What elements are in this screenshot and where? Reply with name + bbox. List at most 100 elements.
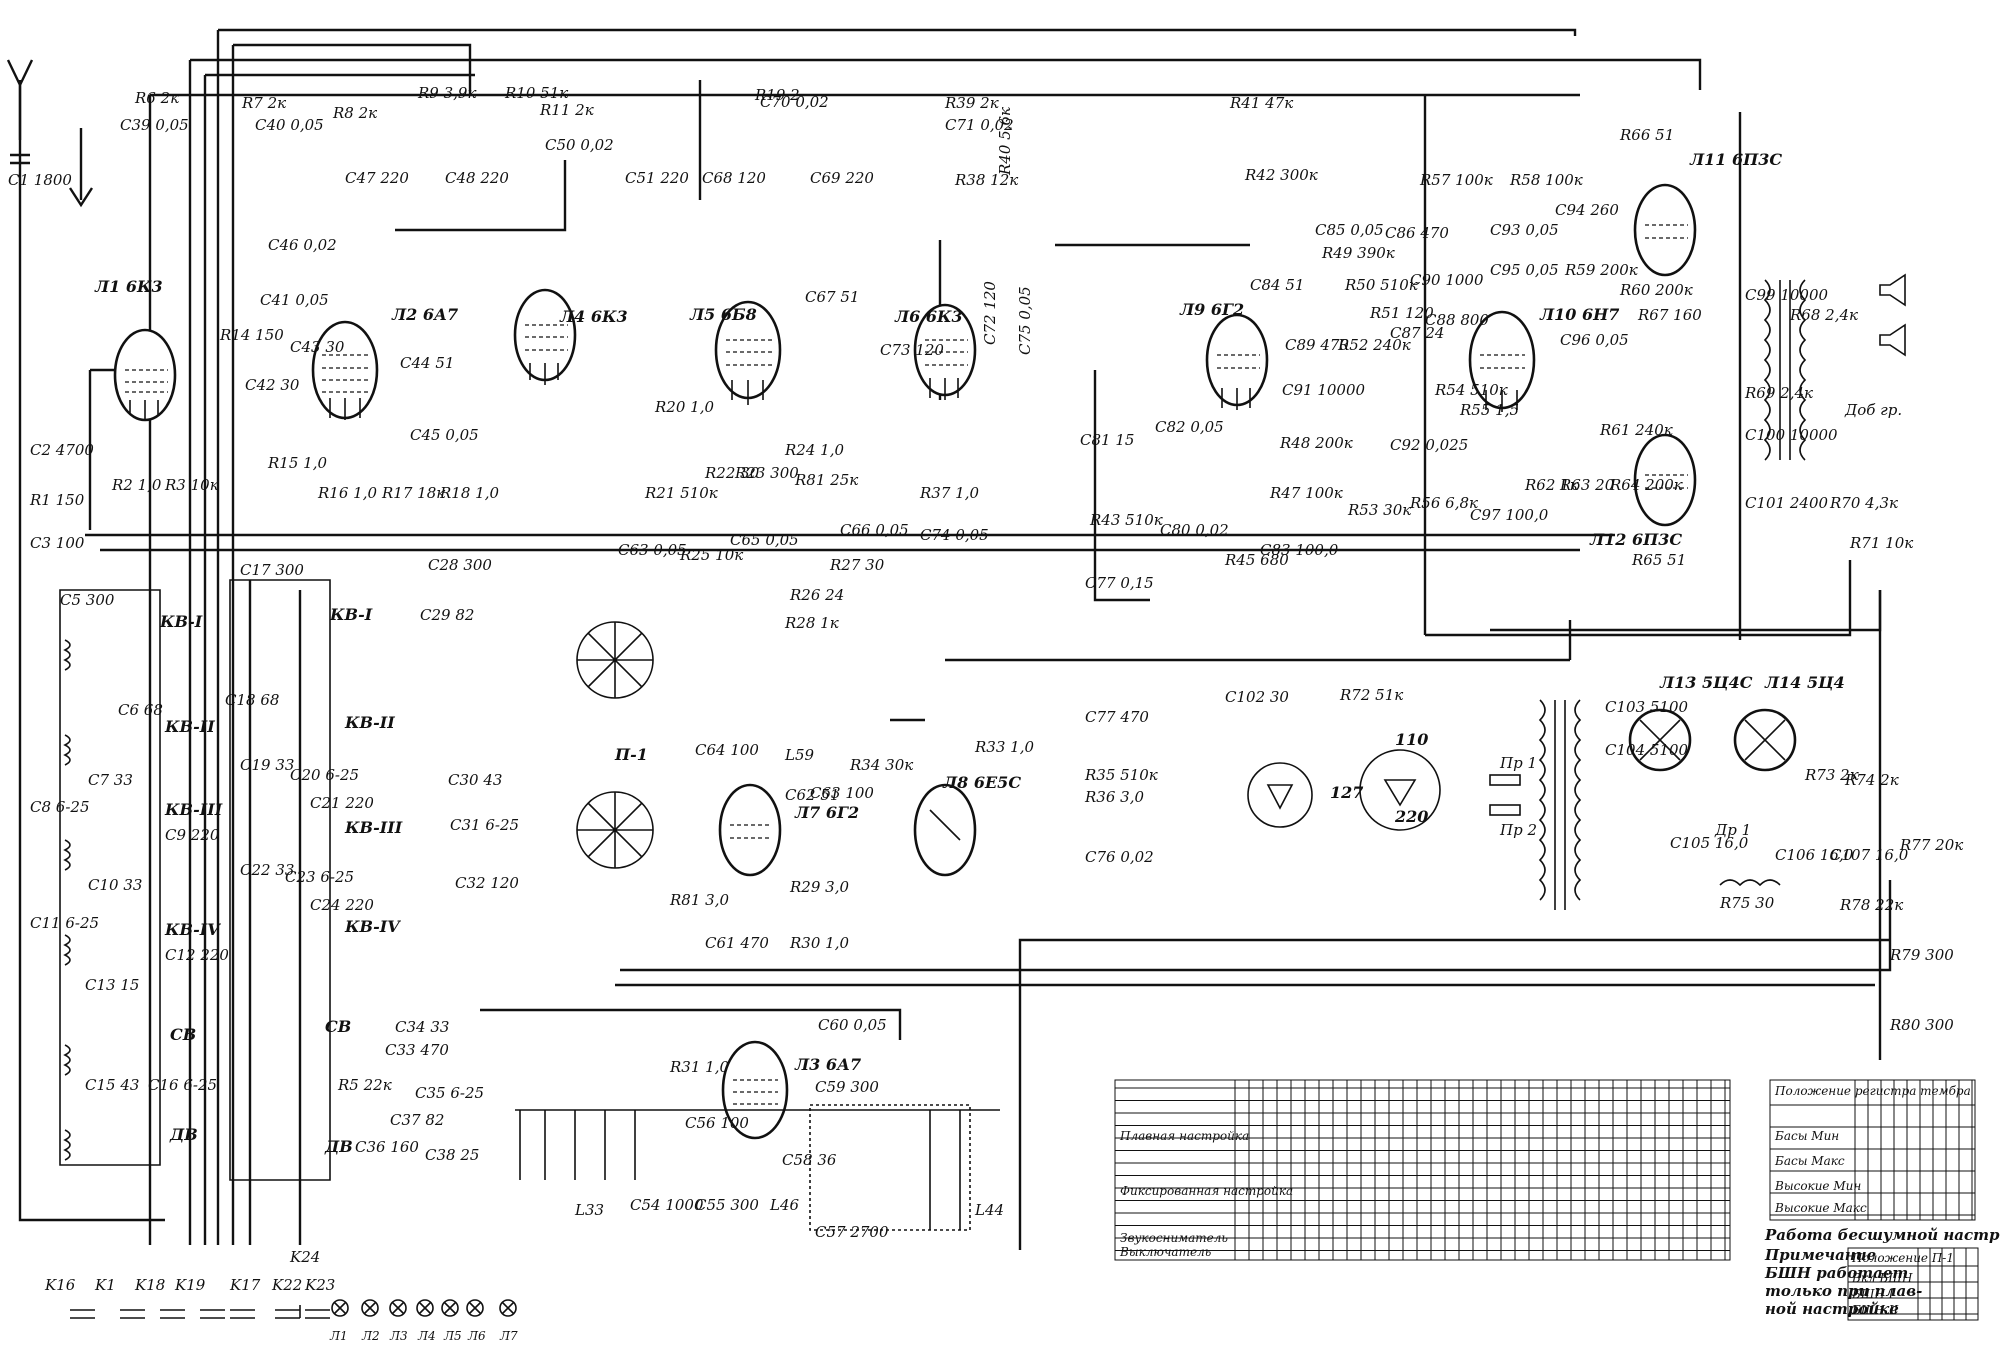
switch-k22-label: K22 [271, 1276, 302, 1294]
r65-label: R65 51 [1631, 551, 1686, 569]
table1-row-3: Выключатель [1119, 1245, 1211, 1259]
kv3b-label: КВ-III [344, 818, 403, 837]
lamp-6: Л6 [466, 1299, 486, 1343]
r15-label: R15 1,0 [267, 454, 327, 472]
tube-l4-label: Л4 6К3 [559, 307, 628, 326]
r50-label: R50 510к [1344, 276, 1418, 294]
switch-k16-label: K16 [44, 1276, 76, 1294]
switch-table: Плавная настройка Фиксированная настройк… [1114, 1079, 1731, 1261]
c34-label: C34 33 [395, 1018, 449, 1036]
c13-label: C13 15 [85, 976, 139, 994]
r59-label: R59 200к [1564, 261, 1638, 279]
r68-label: R68 2,4к [1789, 306, 1858, 324]
r22-label: R22 30 [704, 464, 760, 482]
kv1a-label: КВ-I [159, 612, 203, 631]
c74-label: C74 0,05 [920, 526, 989, 544]
c50-label: C50 0,02 [545, 136, 614, 154]
lamp-5: Л5 [441, 1299, 462, 1343]
tube-l2-label: Л2 6А7 [391, 305, 458, 324]
c60-label: C60 0,05 [818, 1016, 887, 1034]
c5-label: C5 300 [60, 591, 115, 609]
r17-label: R17 18к [381, 484, 445, 502]
lamp-5-label: Л5 [443, 1329, 462, 1343]
tube-l7-label: Л7 6Г2 [794, 803, 859, 822]
c56-label: C56 100 [685, 1114, 749, 1132]
c87-label: C87 24 [1390, 324, 1444, 342]
c103-label: C103 5100 [1605, 698, 1689, 716]
r29-label: R29 3,0 [789, 878, 849, 896]
tube-l12: Л12 6П3С [1589, 433, 1697, 549]
sva-label: СВ [170, 1025, 196, 1044]
r16-label: R16 1,0 [317, 484, 377, 502]
v220-label: 220 [1394, 807, 1428, 826]
r33-label: R33 1,0 [974, 738, 1034, 756]
c15-label: C15 43 [85, 1076, 139, 1094]
c1-label: C1 1800 [8, 171, 72, 189]
input-circuits: C5 300 КВ-I C6 68 КВ-II C7 33 C8 6-25 КВ… [30, 589, 229, 1166]
tone-table-grid [1770, 1080, 1975, 1220]
labels-lower-middle: П-1 R81 3,0 C64 100 L59 C62 51 C63 100 R… [576, 621, 1158, 952]
c47-label: C47 220 [345, 169, 409, 187]
c89-label: C89 470 [1285, 336, 1349, 354]
switch-k19: K19 [174, 1276, 225, 1319]
dr1-label: Др 1 [1714, 821, 1751, 839]
c67-label: C67 51 [805, 288, 859, 306]
r75-label: R75 30 [1719, 894, 1775, 912]
coil-l5 [63, 839, 71, 871]
c63b-label: C63 100 [810, 784, 874, 802]
r37-label: R37 1,0 [919, 484, 979, 502]
c96-label: C96 0,05 [1560, 331, 1629, 349]
c100-label: C100 10000 [1745, 426, 1838, 444]
c66-label: C66 0,05 [840, 521, 909, 539]
switch-k19-label: K19 [174, 1276, 206, 1294]
v127-label: 127 [1330, 783, 1363, 802]
r71-label: R71 10к [1849, 534, 1913, 552]
c70-label: C70 0,02 [760, 93, 829, 111]
c10-label: C10 33 [88, 876, 142, 894]
c29-label: C29 82 [420, 606, 474, 624]
c54-label: C54 1000 [630, 1196, 704, 1214]
tube-l1-label: Л1 6К3 [94, 277, 163, 296]
c3-label: C3 100 [30, 534, 85, 552]
c81-label: C81 15 [1080, 431, 1134, 449]
r20-label: R20 1,0 [654, 398, 714, 416]
kv1b-label: КВ-I [329, 605, 373, 624]
r2-label: R2 1,0 [111, 476, 162, 494]
c8-label: C8 6-25 [30, 798, 90, 816]
r60-label: R60 200к [1619, 281, 1693, 299]
tube-l1: Л1 6К3 [94, 277, 177, 422]
c9-label: C9 220 [165, 826, 220, 844]
r36-label: R36 3,0 [1084, 788, 1144, 806]
lamp-7-label: Л7 [499, 1329, 518, 1343]
table2-row-1: Басы Макс [1774, 1154, 1845, 1168]
c36-label: C36 160 [355, 1138, 419, 1156]
r8-label: R8 2к [332, 104, 377, 122]
tube-l12-label: Л12 6П3С [1589, 530, 1682, 549]
kv4a-label: КВ-IV [164, 920, 221, 939]
lamp-2-label: Л2 [361, 1329, 380, 1343]
silent-tuning-table: Положение П-1 Вкл БШН БШН I БШН II [1847, 1247, 1979, 1321]
switch-k24-label: K24 [289, 1248, 320, 1266]
tube-l5-label: Л5 6Б8 [689, 305, 757, 324]
c91-label: C91 10000 [1282, 381, 1366, 399]
dva-label: ДВ [169, 1125, 198, 1144]
r28-label: R28 1к [784, 614, 839, 632]
c17-label: C17 300 [240, 561, 304, 579]
pr2-label: Пр 2 [1499, 821, 1537, 839]
r52a-label: R52 240к [1337, 336, 1411, 354]
c107-label: C107 16,0 [1830, 846, 1909, 864]
c6-label: C6 68 [118, 701, 163, 719]
c93-label: C93 0,05 [1490, 221, 1559, 239]
r10-label: R10 51к [504, 84, 568, 102]
svb-label: СВ [325, 1017, 351, 1036]
c77b-label: C77 470 [1085, 708, 1149, 726]
coil-l3 [63, 734, 71, 766]
r63-label: R63 20 [1559, 476, 1615, 494]
tube-l5: Л5 6Б8 [689, 300, 782, 405]
c42-label: C42 30 [245, 376, 300, 394]
c83-label: C83 100,0 [1260, 541, 1339, 559]
r72-label: R72 51к [1339, 686, 1403, 704]
c82-label: C82 0,05 [1155, 418, 1224, 436]
c99-label: C99 10000 [1745, 286, 1829, 304]
note-line-3: БШН работает [1764, 1264, 1908, 1282]
